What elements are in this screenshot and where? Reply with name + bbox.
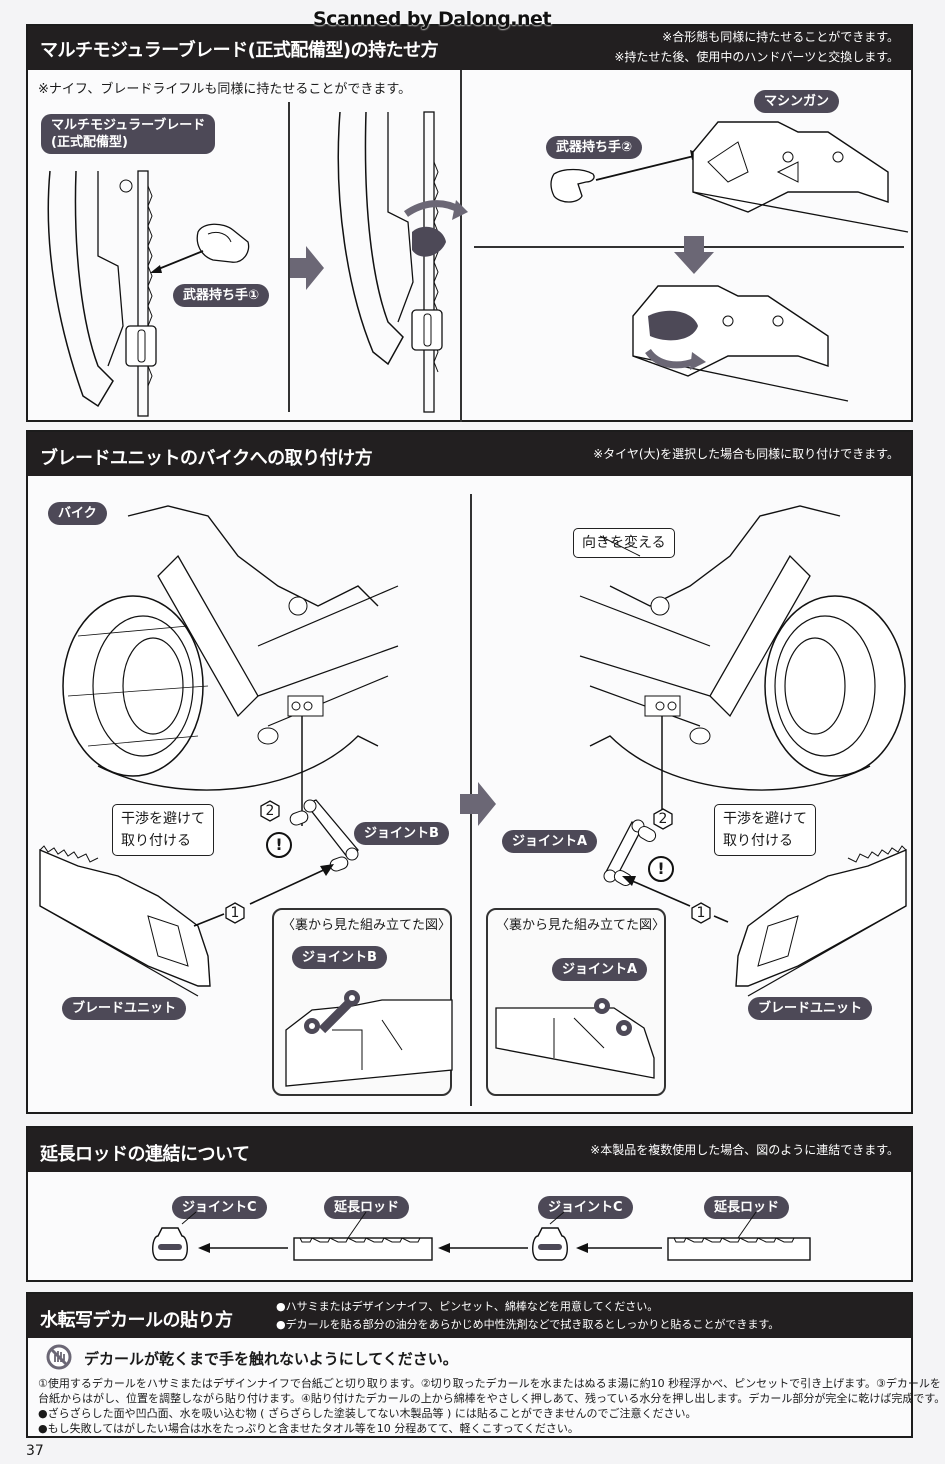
label-joint-b-back: ジョイントB: [292, 946, 387, 969]
rod-connection-diagram: [152, 1211, 811, 1261]
blade-unit-illustration-left: [39, 845, 211, 997]
page-number: 37: [26, 1443, 44, 1459]
label-extension-rod-1: 延長ロッド: [324, 1196, 410, 1219]
step-2-marker: 2: [652, 808, 674, 830]
blade-with-hand-illustration: [337, 111, 468, 413]
instruction-line: 台紙からはがし、位置を調整しながら貼り付けます。④貼り付けたデカールの上から綿棒…: [38, 1392, 945, 1405]
instruction-line: ①使用するデカールをハサミまたはデザインナイフで台紙ごと切り取ります。②切り取っ…: [38, 1377, 941, 1390]
section-blade-holding: マルチモジュラーブレード(正式配備型)の持たせ方 ※合形態も同様に持たせることが…: [26, 24, 913, 422]
label-blade-unit-left: ブレードユニット: [62, 997, 187, 1020]
next-step-arrow-icon: [460, 782, 496, 826]
callout-avoid-interference: 干渉を避けて 取り付ける: [112, 804, 214, 856]
back-view-box-right: 〈裏から見た組み立てた図〉 ジョイントA: [486, 908, 666, 1096]
callout-avoid-interference-right: 干渉を避けて 取り付ける: [714, 804, 816, 856]
left-note: ※ナイフ、ブレードライフルも同様に持たせることができます。: [38, 82, 412, 97]
label-multi-modular-blade: マルチモジュラーブレード (正式配備型): [41, 114, 216, 154]
label-text: マルチモジュラーブレード: [51, 118, 206, 133]
section-extension-rod: 延長ロッドの連結について ※本製品を複数使用した場合、図のように連結できます。 …: [26, 1126, 913, 1282]
step-1-marker: 1: [224, 902, 246, 924]
callout-text: 取り付ける: [121, 833, 191, 849]
section-note: ※合形態も同様に持たせることができます。 ※持たせた後、使用中のハンドパーツと交…: [614, 27, 899, 67]
step-number: 2: [265, 803, 275, 819]
step-number: 1: [230, 905, 240, 921]
no-touch-icon: [46, 1344, 72, 1370]
label-joint-c-1: ジョイントC: [172, 1196, 267, 1219]
label-joint-b: ジョイントB: [354, 822, 449, 845]
label-joint-c-2: ジョイントC: [538, 1196, 633, 1219]
hand-part-2-icon: [550, 168, 595, 203]
divider: [288, 102, 290, 412]
bike-illustration-left: [62, 505, 399, 826]
back-view-title: 〈裏から見た組み立てた図〉: [496, 918, 666, 933]
step-number: 2: [658, 811, 668, 827]
section-header: マルチモジュラーブレード(正式配備型)の持たせ方 ※合形態も同様に持たせることが…: [28, 26, 911, 70]
attach-arrow: [150, 250, 204, 273]
section-title: 水転写デカールの貼り方: [40, 1310, 233, 1331]
note-line: ※持たせた後、使用中のハンドパーツと交換します。: [614, 50, 899, 64]
label-joint-a: ジョイントA: [502, 830, 598, 853]
label-machinegun: マシンガン: [754, 90, 840, 113]
label-text: (正式配備型): [51, 135, 128, 150]
machinegun-with-hand-illustration: [632, 285, 849, 402]
warning-icon: !: [648, 856, 674, 882]
blade-illustration: [47, 170, 157, 417]
section-note: ※タイヤ(大)を選択した場合も同様に取り付けできます。: [593, 447, 899, 461]
warning-icon: !: [266, 832, 292, 858]
attach-arrow: [193, 864, 334, 927]
joint-b-part: [289, 799, 359, 872]
section-water-decal: 水転写デカールの貼り方 ●ハサミまたはデザインナイフ、ピンセット、綿棒などを用意…: [26, 1292, 945, 1438]
bike-illustration-right: [579, 505, 906, 826]
next-step-arrow-icon: [290, 246, 324, 290]
hand-part-icon: [196, 223, 250, 263]
blade-unit-illustration-right: [735, 845, 907, 997]
note-line: ※合形態も同様に持たせることができます。: [662, 30, 899, 44]
attach-arrow: [622, 876, 729, 923]
section-header: 水転写デカールの貼り方 ●ハサミまたはデザインナイフ、ピンセット、綿棒などを用意…: [28, 1294, 911, 1338]
machinegun-illustration: [692, 121, 909, 233]
callout-text: 干渉を避けて: [121, 811, 205, 827]
back-view-box-left: 〈裏から見た組み立てた図〉 ジョイントB: [272, 908, 453, 1096]
section-title: マルチモジュラーブレード(正式配備型)の持たせ方: [40, 40, 439, 61]
section-note: ※本製品を複数使用した場合、図のように連結できます。: [590, 1143, 899, 1157]
section-title: 延長ロッドの連結について: [40, 1144, 250, 1165]
section-header: ブレードユニットのバイクへの取り付け方 ※タイヤ(大)を選択した場合も同様に取り…: [28, 432, 911, 476]
bullet-line: ●ハサミまたはデザインナイフ、ピンセット、綿棒などを用意してください。: [276, 1300, 659, 1313]
instruction-line: ●もし失敗してはがしたい場合は水をたっぷりと含ませたタオル等を10 分程あてて、…: [38, 1422, 579, 1435]
step-1-marker: 1: [690, 902, 712, 924]
step-2-marker: 2: [259, 800, 281, 822]
instruction-line: ●ざらざらした面や凹凸面、水を吸い込む物 ( ざらざらした塗装してない木製品等 …: [38, 1407, 697, 1420]
section-title: ブレードユニットのバイクへの取り付け方: [40, 448, 373, 469]
watermark: Scanned by Dalong.net: [313, 8, 552, 30]
joint-a-part: [603, 819, 657, 886]
label-weapon-hand-2: 武器持ち手②: [546, 136, 643, 159]
decal-warning: デカールが乾くまで手を触れないようにしてください。: [84, 1350, 458, 1368]
back-view-illustration: [495, 998, 655, 1079]
section-blade-unit-bike: ブレードユニットのバイクへの取り付け方 ※タイヤ(大)を選択した場合も同様に取り…: [26, 430, 913, 1114]
back-view-illustration: [285, 990, 453, 1087]
section-header: 延長ロッドの連結について ※本製品を複数使用した場合、図のように連結できます。: [28, 1128, 911, 1172]
label-weapon-hand-1: 武器持ち手①: [173, 284, 270, 307]
callout-text: 干渉を避けて: [723, 811, 807, 827]
label-extension-rod-2: 延長ロッド: [704, 1196, 790, 1219]
back-view-title: 〈裏から見た組み立てた図〉: [282, 918, 452, 933]
label-bike: バイク: [48, 502, 107, 525]
decal-bullets: ●ハサミまたはデザインナイフ、ピンセット、綿棒などを用意してください。 ●デカー…: [276, 1298, 779, 1334]
down-arrow-icon: [674, 236, 714, 274]
step-number: 1: [696, 905, 706, 921]
divider: [460, 70, 462, 422]
callout-text: 取り付ける: [723, 833, 793, 849]
label-blade-unit-right: ブレードユニット: [748, 997, 873, 1020]
label-joint-a-back: ジョイントA: [552, 958, 648, 981]
bullet-line: ●デカールを貼る部分の油分をあらかじめ中性洗剤などで拭き取るとしっかりと貼ること…: [276, 1318, 780, 1331]
callout-change-direction: 向きを変える: [573, 528, 675, 558]
